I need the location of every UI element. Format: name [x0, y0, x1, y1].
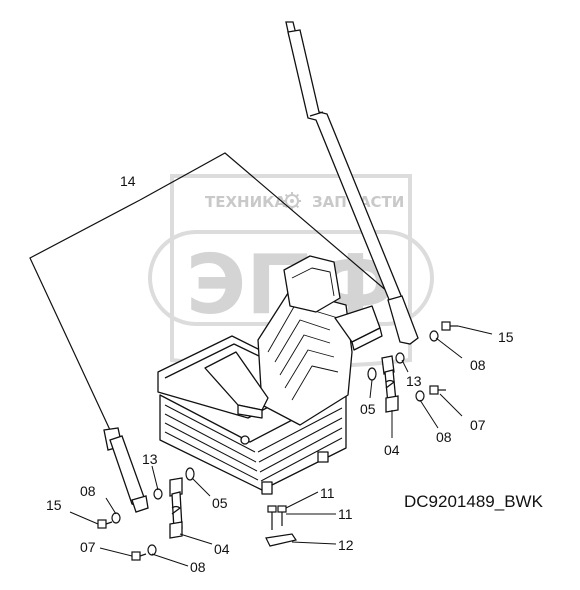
upper-belt-strap	[285, 21, 419, 345]
callout-11-bottom: 11	[338, 506, 353, 522]
callout-14: 14	[120, 173, 136, 189]
hardware	[97, 321, 458, 561]
callout-05-right: 05	[360, 401, 376, 417]
gear-icon	[283, 192, 301, 210]
callout-labels: 14 15 08 13 05 07 08 04 11 11 12 13 08 1…	[46, 173, 514, 575]
callout-11-top: 11	[320, 485, 335, 501]
callout-04-right: 04	[384, 442, 400, 458]
buckle-left	[169, 477, 183, 539]
drawing-code: DC9201489_BWK	[404, 492, 544, 511]
seat-armrest-left	[204, 351, 269, 411]
washer-08-left-bottom	[147, 544, 157, 556]
watermark-text-left: ТЕХНИКА	[205, 193, 286, 211]
bolt-07-left	[131, 551, 147, 561]
callout-13-right: 13	[406, 373, 422, 389]
bolt-15-left	[97, 519, 113, 529]
pin-11-top	[277, 505, 287, 526]
spacer-05-left	[185, 467, 195, 481]
callout-08-left-top: 08	[80, 483, 96, 499]
callout-04-left: 04	[214, 541, 230, 557]
spacer-05-right	[367, 367, 377, 381]
callout-15-left: 15	[46, 497, 62, 513]
callout-08-right-top: 08	[470, 357, 486, 373]
callout-12: 12	[338, 537, 354, 553]
lower-belt-strap	[103, 427, 149, 513]
operator-seat	[157, 255, 383, 495]
callout-13-left: 13	[142, 451, 158, 467]
washer-08-right-bottom	[415, 390, 425, 402]
callout-08-left-bottom: 08	[190, 559, 206, 575]
bolt-07-right	[429, 385, 446, 395]
washer-08-right-top	[429, 330, 439, 342]
seat-headrest	[283, 255, 341, 313]
callout-07-left: 07	[80, 539, 96, 555]
washer-08-left-top	[111, 512, 121, 524]
leader-14	[29, 152, 396, 431]
pedal-12	[265, 533, 297, 547]
callout-07-right: 07	[470, 417, 486, 433]
callout-leaders	[69, 325, 493, 567]
callout-15-right: 15	[498, 329, 514, 345]
callout-08-right-bottom: 08	[436, 429, 452, 445]
callout-05-left: 05	[212, 495, 228, 511]
pin-11-bottom	[267, 505, 277, 530]
bolt-15-right	[441, 321, 458, 331]
buckle-right	[381, 355, 399, 413]
washer-13-left	[153, 488, 163, 500]
